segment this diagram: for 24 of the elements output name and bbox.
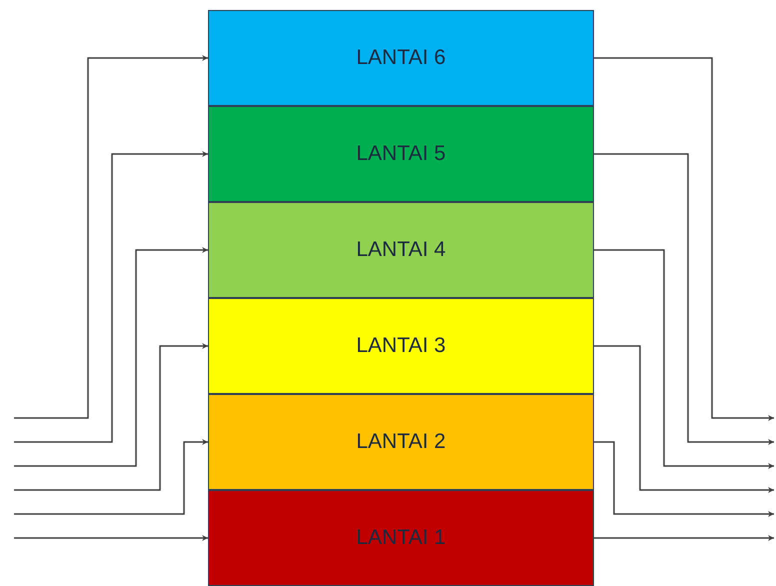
- floor-label: LANTAI 3: [356, 333, 446, 360]
- floor-label: LANTAI 2: [356, 429, 446, 456]
- floor-label: LANTAI 1: [356, 525, 446, 552]
- arrow: [594, 57, 774, 421]
- arrow: [14, 535, 208, 541]
- arrow: [594, 249, 774, 469]
- floor-band: [208, 106, 594, 202]
- floor-band: [208, 10, 594, 106]
- arrow: [14, 247, 208, 467]
- floor-label: LANTAI 4: [356, 237, 446, 264]
- arrow: [14, 343, 208, 491]
- floor-label: LANTAI 6: [356, 45, 446, 72]
- arrow: [14, 55, 208, 419]
- floor-band: [208, 394, 594, 490]
- arrow: [594, 345, 774, 493]
- arrow: [594, 153, 774, 445]
- arrow: [594, 441, 774, 517]
- arrow: [14, 151, 208, 443]
- floor-band: [208, 202, 594, 298]
- arrow: [14, 439, 208, 515]
- floor-band: [208, 490, 594, 586]
- floor-band: [208, 298, 594, 394]
- floor-label: LANTAI 5: [356, 141, 446, 168]
- arrow: [594, 535, 774, 541]
